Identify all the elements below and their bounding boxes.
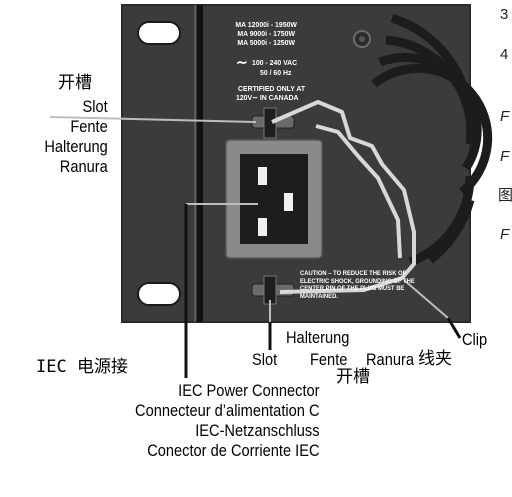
- connector-label-en: IEC Power Connector: [178, 381, 320, 400]
- side-fragment: F: [500, 108, 510, 125]
- left-slot-chinese: 开槽: [58, 73, 92, 93]
- clip-label: Clip: [462, 330, 488, 349]
- slot-label-es: Ranura: [60, 157, 108, 176]
- caution-line: CAUTION – TO REDUCE THE RISK OF: [300, 270, 407, 277]
- mounting-hole-top: [137, 21, 181, 45]
- connector-label-fr: Connecteur d’alimentation C: [135, 401, 320, 420]
- panel-spec-block: MA 12000i - 1950W MA 9000i - 1750W MA 50…: [222, 20, 310, 47]
- caution-line: CENTER PIN OF THE PLUG MUST BE: [300, 285, 405, 292]
- connector-pin: [258, 167, 267, 185]
- spec-line: MA 9000i - 1750W: [237, 29, 295, 38]
- side-fragment: 图: [498, 186, 512, 204]
- side-fragment: F: [500, 148, 510, 165]
- certified-line-1: CERTIFIED ONLY AT: [238, 84, 306, 93]
- slot-label-en: Slot: [82, 97, 108, 116]
- rack-ear-divider: [197, 5, 203, 322]
- connector-label-de: IEC-Netzanschluss: [195, 421, 320, 440]
- caution-text: CAUTION – TO REDUCE THE RISK OF ELECTRIC…: [300, 270, 415, 300]
- bottom-slot-label-en: Slot: [252, 350, 278, 369]
- side-fragment: F: [500, 226, 510, 243]
- side-fragment: 4: [500, 46, 509, 63]
- clip-chinese: 线夹: [418, 349, 452, 369]
- caution-line: ELECTRIC SHOCK, GROUNDING OF THE: [300, 277, 415, 285]
- connector-chinese: IEC 电源接: [36, 357, 128, 377]
- side-fragment: 3: [500, 6, 509, 23]
- leader-lines: [49, 116, 449, 322]
- bottom-slot-label-fr: Fente: [310, 350, 348, 369]
- frequency-label: 50 / 60 Hz: [260, 68, 292, 77]
- leader-clip: [403, 279, 449, 319]
- spec-line: MA 5000i - 1250W: [237, 38, 295, 47]
- slot-label-fr: Fente: [70, 117, 108, 136]
- certified-line-2: 120V∼ IN CANADA: [236, 93, 299, 102]
- mounting-hole-bottom: [137, 282, 181, 306]
- left-slot-labels: Slot Fente Halterung Ranura: [45, 97, 108, 177]
- caution-line: MAINTAINED.: [300, 292, 338, 300]
- wire-clip: [271, 100, 416, 294]
- slot-label-de: Halterung: [44, 137, 108, 156]
- spec-line: MA 12000i - 1950W: [235, 20, 297, 29]
- voltage-label: 100 - 240 VAC: [252, 58, 298, 67]
- leader-left-slot: [49, 116, 257, 123]
- iec-connector-face: [240, 154, 308, 244]
- bottom-slot-chinese: 开槽: [336, 367, 370, 387]
- fan-grille: [371, 13, 493, 267]
- bottom-slot-label-es: Ranura: [366, 350, 414, 369]
- ac-symbol: ∼: [236, 54, 248, 70]
- bottom-slot-label-de: Halterung: [286, 328, 350, 347]
- connector-pin: [284, 193, 293, 211]
- connector-pin: [258, 218, 267, 236]
- connector-labels: IEC Power Connector Connecteur d’aliment…: [136, 381, 320, 461]
- connector-label-es: Conector de Corriente IEC: [147, 441, 320, 460]
